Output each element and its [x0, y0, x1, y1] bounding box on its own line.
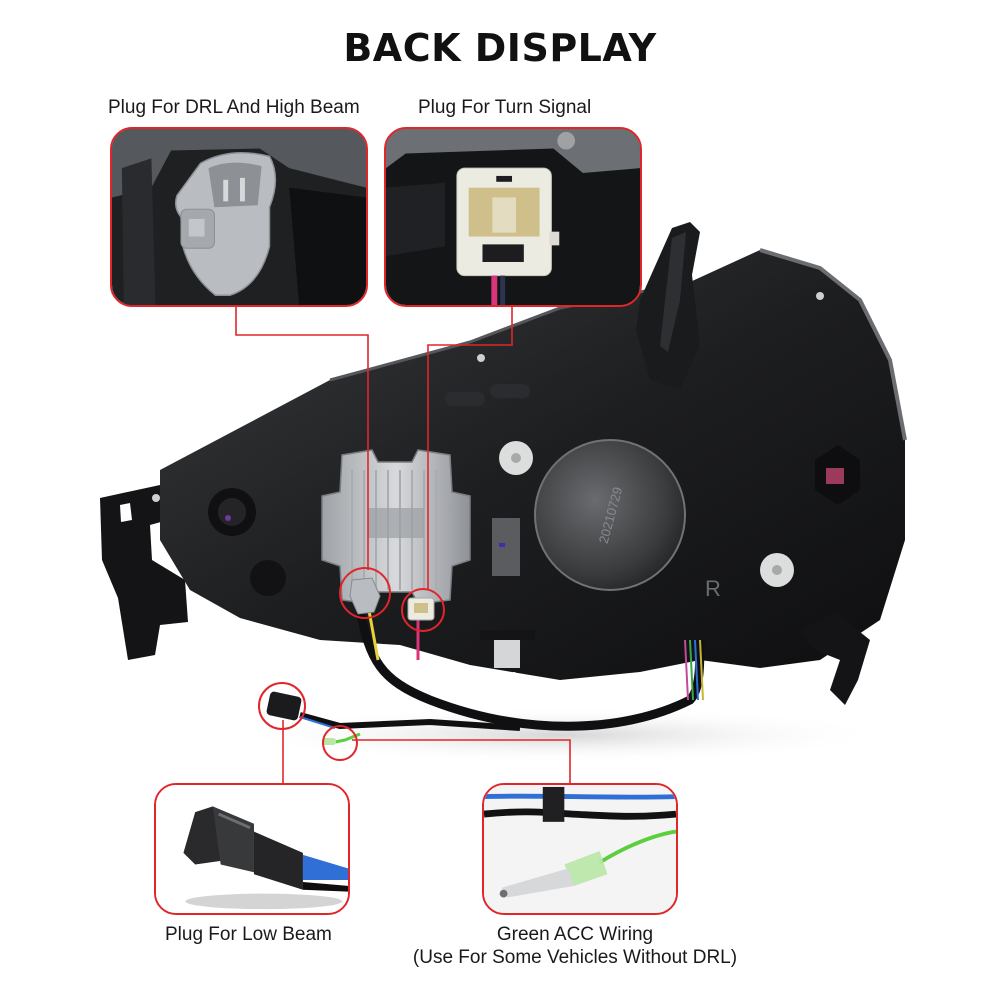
side-marker-text: R	[705, 576, 721, 601]
label-turn-signal: Plug For Turn Signal	[418, 97, 592, 118]
detail-panel-low-beam	[154, 783, 350, 915]
detail-panel-green-acc	[482, 783, 678, 915]
label-green-acc: Green ACC Wiring (Use For Some Vehicles …	[395, 923, 755, 969]
white-connector-photo	[386, 129, 640, 305]
detail-panel-drl-high-beam	[110, 127, 368, 307]
page-title: BACK DISPLAY	[343, 26, 657, 70]
gray-connector-photo	[112, 129, 366, 305]
label-green-acc-line2: (Use For Some Vehicles Without DRL)	[412, 947, 738, 968]
label-low-beam: Plug For Low Beam	[165, 924, 332, 945]
date-stamp-text: 20210729	[596, 485, 625, 545]
label-drl-high-beam: Plug For DRL And High Beam	[108, 97, 360, 118]
detail-panel-turn-signal	[384, 127, 642, 307]
green-acc-wire-photo	[484, 785, 676, 913]
label-green-acc-line1: Green ACC Wiring	[496, 924, 654, 945]
black-connector-photo	[156, 785, 348, 913]
